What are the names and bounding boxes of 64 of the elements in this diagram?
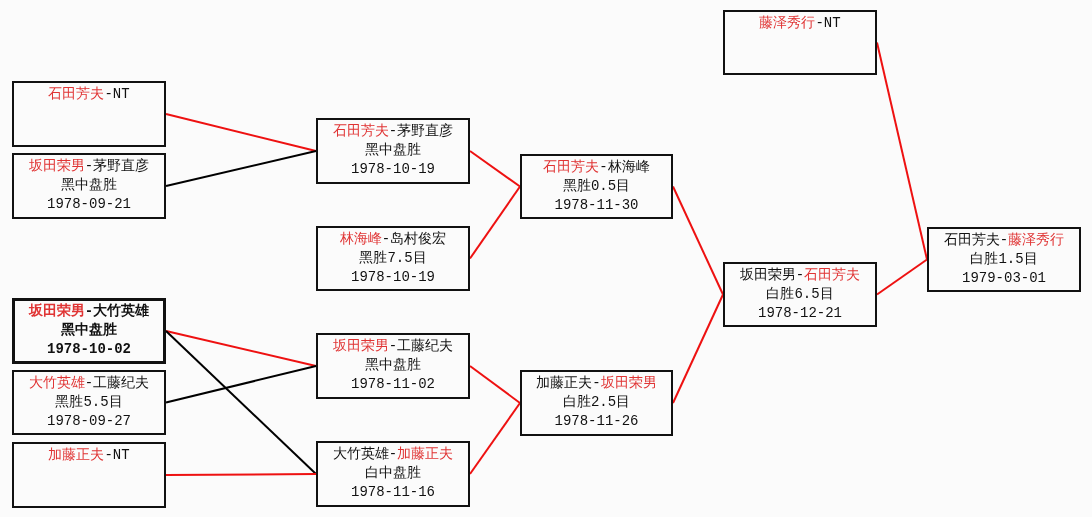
- game-result: 白胜6.5目: [766, 285, 834, 304]
- match-players: 坂田荣男-茅野直彦: [28, 157, 150, 176]
- game-result: 黑胜0.5目: [562, 177, 631, 196]
- bracket-line: [469, 185, 521, 260]
- game-date: 1978-10-19: [351, 160, 435, 179]
- bracket-line: [876, 258, 928, 296]
- match-players: 加藤正夫-NT: [48, 446, 130, 465]
- match-players: 坂田荣男-石田芳夫: [739, 266, 861, 285]
- match-players: 藤泽秀行-NT: [759, 14, 841, 33]
- game-result: 白胜2.5目: [562, 393, 631, 412]
- match-box: [723, 262, 877, 327]
- game-date: 1978-11-26: [554, 412, 639, 431]
- match-box: [12, 153, 166, 219]
- bracket-line: [165, 365, 317, 404]
- game-date: 1978-11-02: [351, 375, 435, 394]
- match-box: [723, 10, 877, 75]
- match-players: 林海峰-岛村俊宏: [339, 230, 447, 249]
- match-box: [316, 118, 470, 184]
- bracket-line: [165, 150, 317, 187]
- game-result: 黑中盘胜: [61, 321, 117, 340]
- match-players: 石田芳夫-茅野直彦: [332, 122, 454, 141]
- bracket-line: [672, 185, 724, 296]
- bracket-line: [876, 41, 928, 261]
- game-result: 黑胜5.5目: [55, 393, 123, 412]
- match-box: [12, 442, 166, 508]
- match-box: [316, 441, 470, 507]
- game-result: 黑中盘胜: [365, 356, 421, 375]
- match-box: [12, 298, 166, 364]
- match-players: 加藤正夫-坂田荣男: [536, 374, 657, 393]
- game-date: 1978-12-21: [758, 304, 842, 323]
- bracket-line: [165, 473, 317, 476]
- match-box: [12, 81, 166, 147]
- game-date: 1978-10-19: [351, 268, 435, 287]
- bracket-line: [165, 113, 317, 152]
- game-result: 白胜1.5目: [970, 250, 1038, 269]
- bracket-line: [469, 365, 521, 404]
- match-players: 石田芳夫-藤泽秀行: [943, 231, 1065, 250]
- match-box: [316, 333, 470, 399]
- game-date: 1978-11-16: [351, 483, 435, 502]
- match-players: 石田芳夫-NT: [48, 85, 130, 104]
- game-date: 1978-10-02: [47, 340, 131, 359]
- match-box: [520, 370, 673, 436]
- game-result: 白中盘胜: [365, 464, 421, 483]
- game-result: 黑胜7.5目: [359, 249, 427, 268]
- bracket-line: [469, 402, 521, 475]
- match-players: 坂田荣男-大竹英雄: [28, 302, 150, 321]
- game-date: 1979-03-01: [962, 269, 1046, 288]
- bracket-line: [469, 150, 521, 188]
- match-box: [316, 226, 470, 291]
- match-players: 坂田荣男-工藤纪夫: [332, 337, 454, 356]
- match-players: 大竹英雄-工藤纪夫: [28, 374, 150, 393]
- bracket-line: [165, 330, 317, 475]
- bracket-line: [672, 293, 724, 404]
- match-box: [520, 154, 673, 219]
- match-players: 大竹英雄-加藤正夫: [332, 445, 454, 464]
- match-box: [927, 227, 1081, 292]
- game-date: 1978-11-30: [554, 196, 639, 215]
- match-box: [12, 370, 166, 435]
- game-result: 黑中盘胜: [61, 176, 117, 195]
- game-date: 1978-09-21: [47, 195, 131, 214]
- match-players: 石田芳夫-林海峰: [543, 158, 650, 177]
- game-result: 黑中盘胜: [365, 141, 421, 160]
- bracket-line: [165, 330, 317, 367]
- game-date: 1978-09-27: [47, 412, 131, 431]
